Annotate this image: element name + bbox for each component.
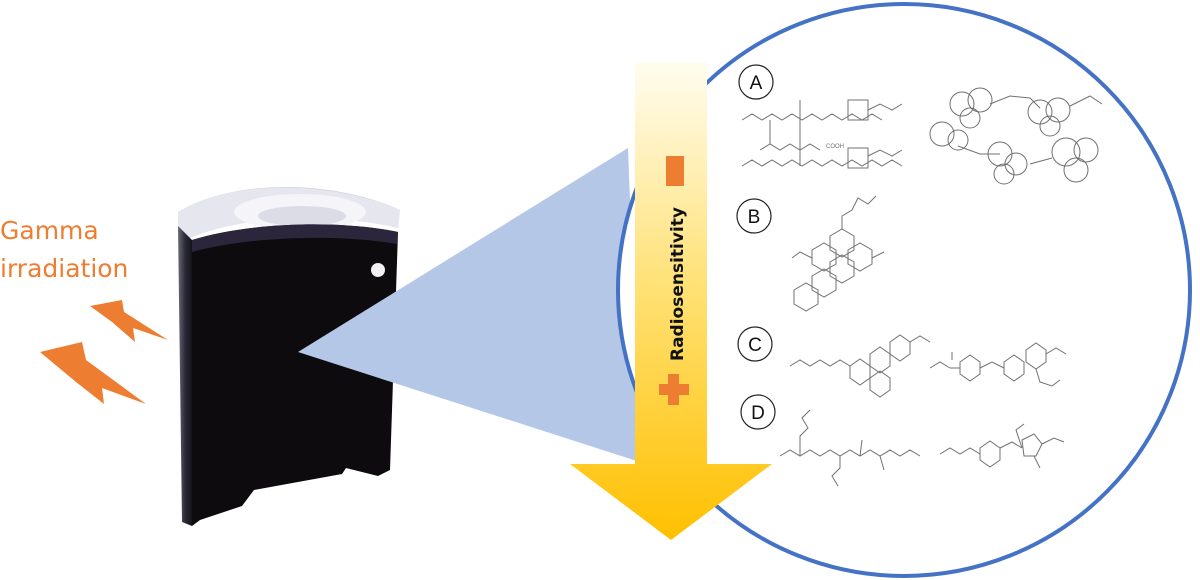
- group-label-a-text: A: [750, 73, 763, 94]
- radiosensitivity-arrow: [570, 62, 772, 540]
- magnified-view-circle: [616, 2, 1192, 578]
- beam-cone: [298, 148, 640, 462]
- group-label-a: A: [738, 64, 774, 100]
- molecule-d1: [779, 409, 921, 487]
- molecule-a1: [741, 99, 903, 169]
- lightning-bolt-icon: [40, 342, 146, 404]
- plus-sign-icon: [659, 374, 689, 405]
- gamma-irradiation-label: Gamma irradiation: [0, 216, 129, 283]
- radiosensitivity-label: Radiosensitivity: [668, 207, 688, 361]
- group-label-b-text: B: [748, 207, 761, 228]
- group-label-c: C: [737, 326, 773, 362]
- group-label-b: B: [736, 198, 772, 234]
- minus-sign-icon: [666, 156, 684, 186]
- molecule-b: [791, 195, 885, 312]
- molecule-c1: [789, 334, 931, 398]
- molecule-c2: [929, 342, 1067, 387]
- group-label-d-text: D: [751, 403, 765, 424]
- sample-container: [178, 186, 400, 526]
- molecule-d2: [939, 423, 1065, 469]
- group-label-d: D: [740, 394, 776, 430]
- cooh-label: COOH: [826, 144, 844, 150]
- lightning-bolt-icon: [90, 300, 168, 342]
- group-label-c-text: C: [748, 335, 762, 356]
- molecule-a2: [929, 87, 1103, 185]
- container-port-icon: [371, 263, 385, 277]
